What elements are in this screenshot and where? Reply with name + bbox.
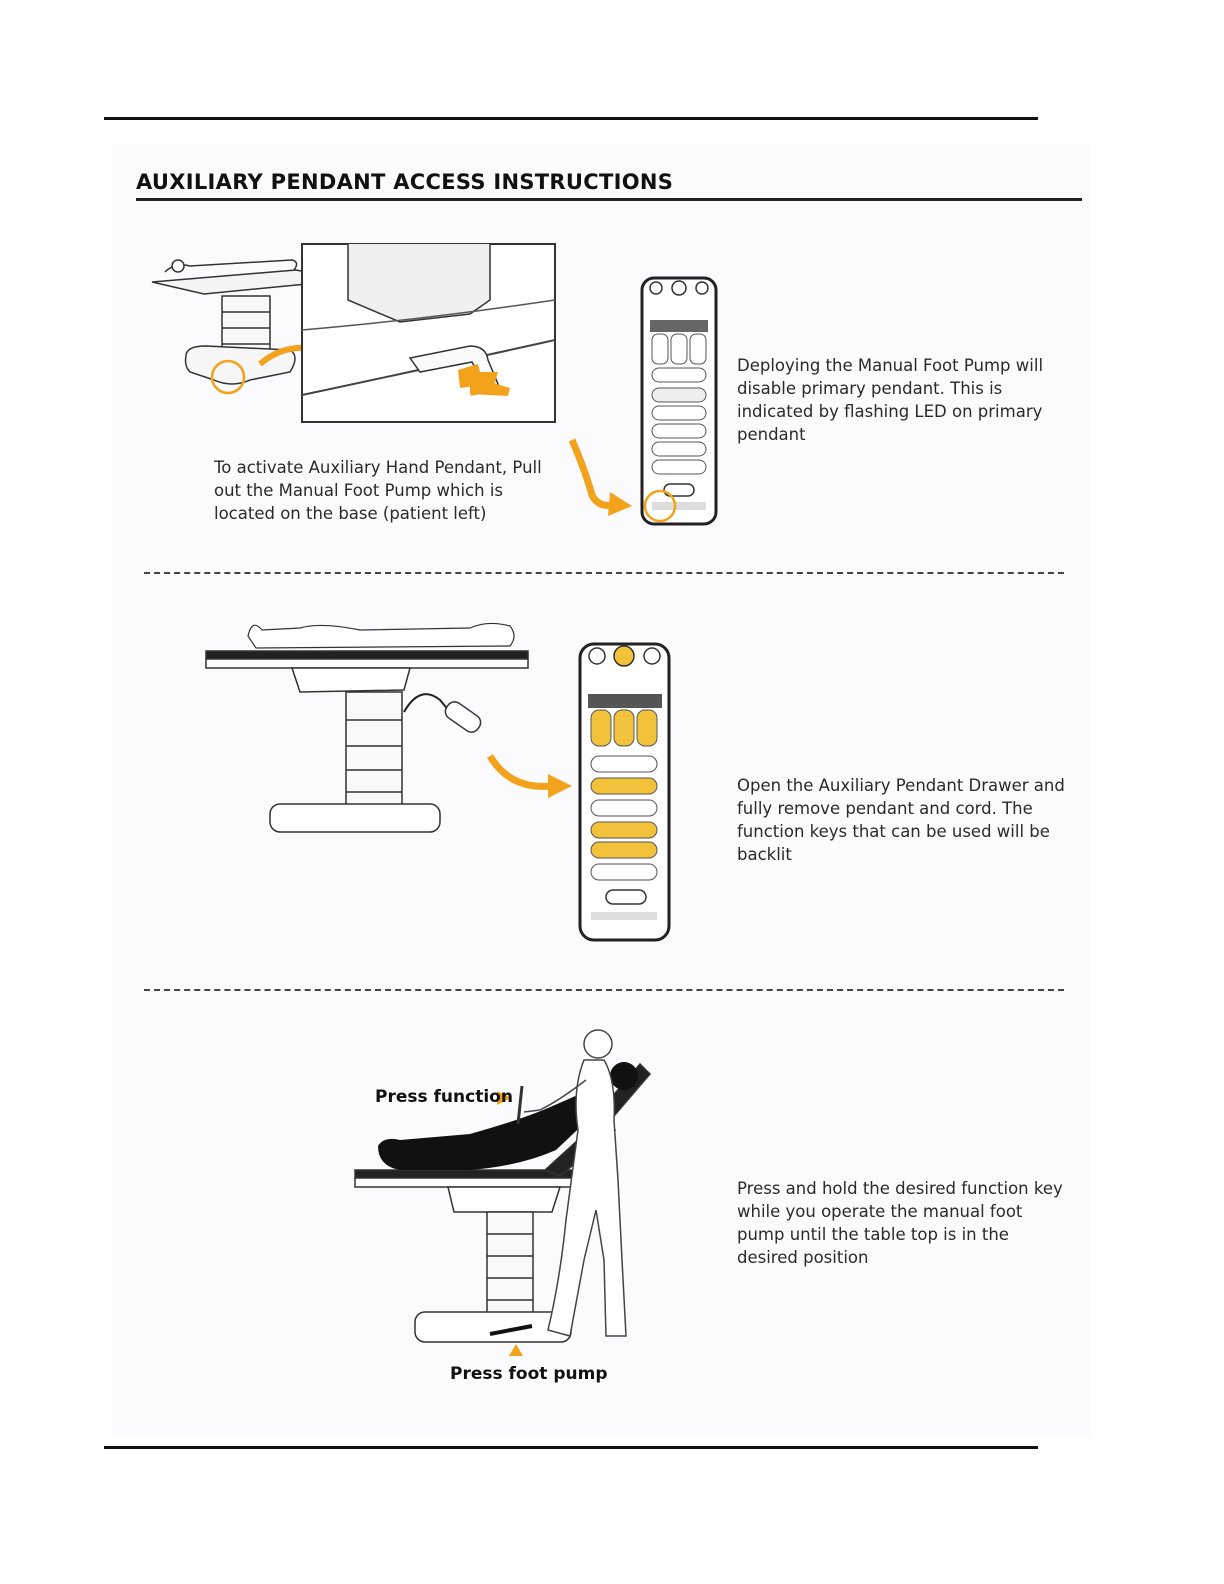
footer-rule	[104, 1446, 1038, 1449]
section-3-right-caption: Press and hold the desired function key …	[737, 1177, 1067, 1269]
arrow-icon	[509, 1344, 523, 1356]
press-foot-pump-label: Press foot pump	[450, 1364, 607, 1384]
press-function-label: Press function	[375, 1087, 513, 1107]
